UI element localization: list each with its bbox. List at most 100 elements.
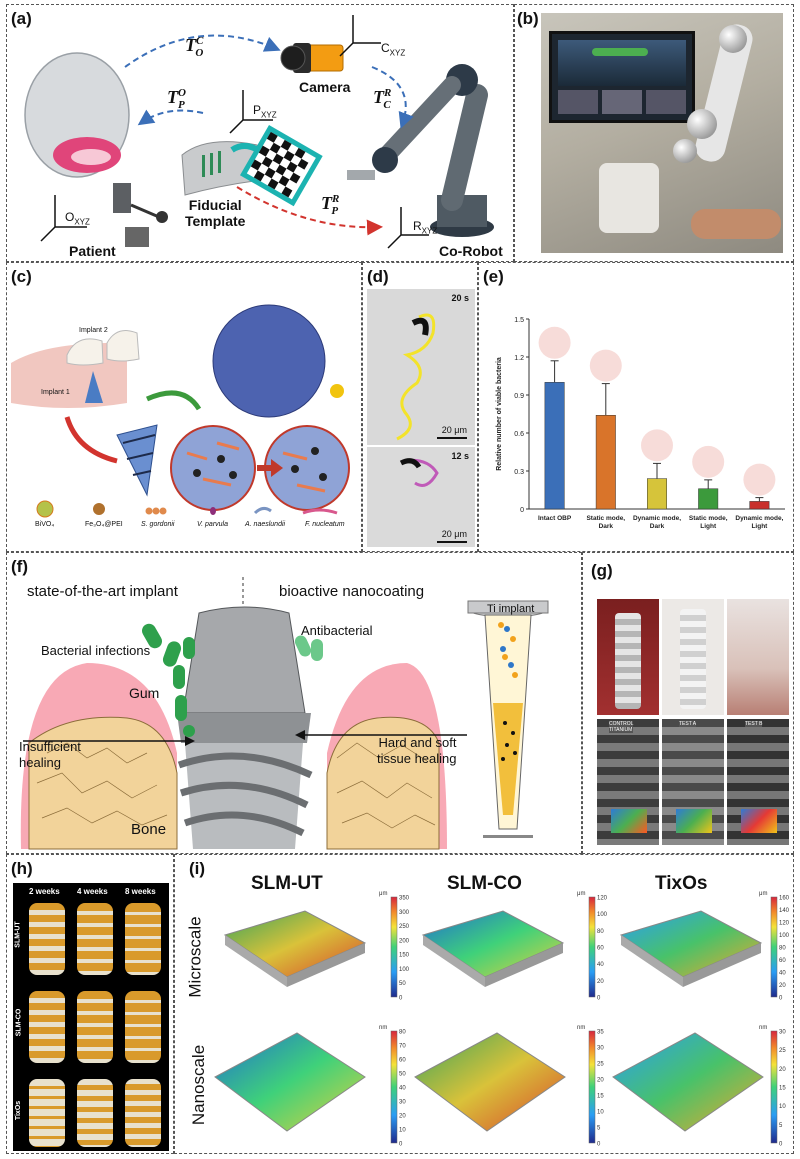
micrograph-top: 20 s 20 μm — [367, 289, 475, 445]
scale-label-bottom: 20 μm — [441, 529, 467, 539]
colorbar-tick: 150 — [399, 953, 410, 959]
panel-label-a: (a) — [11, 9, 32, 28]
dental-implant — [177, 606, 313, 849]
colorbar-tick: 60 — [399, 1058, 406, 1064]
title-slm-co: SLM-CO — [447, 873, 522, 894]
tag-test-a: TEST A — [679, 721, 697, 727]
colorbar-tick: 40 — [399, 1086, 406, 1092]
panel-a: (a) — [6, 4, 514, 262]
time-label-bottom: 12 s — [451, 451, 469, 461]
teeth-gum-illustration — [11, 330, 140, 408]
bar — [544, 382, 565, 510]
bacterial-infections-label: Bacterial infections — [41, 643, 151, 658]
surface-micro-slm-co — [421, 910, 565, 987]
x-tick-label: Static mode, — [689, 515, 728, 522]
legend-fe3o4: Fe₃O₄@PEI — [85, 521, 123, 528]
colorbar-tick: 50 — [399, 1072, 406, 1078]
fiducial-label: Fiducial Template — [185, 197, 246, 229]
tag-control: CONTROL TITANIUM — [609, 721, 634, 733]
colorbar-tick: 60 — [597, 946, 604, 952]
gum-label: Gum — [129, 685, 160, 701]
time-label-top: 20 s — [451, 293, 469, 303]
colorbar-tick: 80 — [399, 1030, 406, 1036]
colorbar-tick: 30 — [597, 1046, 604, 1052]
camera-device — [280, 43, 344, 73]
colorbar-tick: 10 — [779, 1104, 786, 1110]
colorbar-tick: 350 — [399, 896, 410, 902]
biofilm-circle-1 — [170, 425, 256, 511]
bar — [647, 478, 667, 510]
colorbar-tick: 250 — [399, 924, 410, 930]
x-tick-label: Light — [751, 523, 768, 530]
colorbar-tick: 100 — [597, 912, 608, 918]
panel-c: (c) — [6, 262, 362, 552]
colorbar-unit: μm — [577, 891, 585, 897]
panel-b: (b) — [514, 4, 794, 262]
bar — [749, 501, 770, 510]
antibacterial-marks — [294, 635, 323, 661]
panel-g: (g) CONTROL TITANIUM TEST A TEST B — [582, 552, 794, 854]
colorbar-unit: nm — [759, 1025, 767, 1031]
colorbar-tick: 5 — [597, 1126, 601, 1132]
scale-label-top: 20 μm — [441, 425, 467, 435]
colorbar-tick: 15 — [597, 1094, 604, 1100]
colorbar-tick: 40 — [779, 971, 786, 977]
panel-i: (i) SLM-UT SLM-CO TixOs Microscale Nanos… — [174, 854, 794, 1154]
legend-icons — [36, 500, 338, 518]
tag-test-b: TEST B — [745, 721, 763, 727]
colorbar-tick: 60 — [779, 958, 786, 964]
arrow-t-pr — [236, 186, 383, 236]
y-axis-title: Relative number of viable bacteria — [496, 357, 503, 471]
panel-label-d: (d) — [367, 267, 389, 286]
colorbar-tick: 0 — [597, 1142, 601, 1148]
surface-nano-slm-co — [414, 1032, 566, 1132]
coordinate-axes — [40, 15, 429, 249]
surface-nano-slm-ut — [214, 1032, 366, 1132]
hard-soft-healing-label: Hard and soft tissue healing — [377, 735, 457, 766]
colorbar-tick: 100 — [399, 967, 410, 973]
panel-label-f: (f) — [11, 557, 28, 576]
transform-t-oc: TCO — [185, 35, 204, 59]
surface-micro-tixos — [619, 910, 763, 987]
arrow-t-po — [137, 109, 204, 126]
fiducial-frame-label: PXYZ — [253, 103, 277, 120]
transform-t-cr: TRC — [373, 87, 392, 111]
y-tick-label: 1.5 — [514, 317, 524, 324]
micrograph-bottom: 12 s 20 μm — [367, 447, 475, 547]
title-tixos: TixOs — [655, 873, 708, 894]
colorbar-tick: 20 — [399, 1114, 406, 1120]
micro-ct-image: 2 weeks 4 weeks 8 weeks SLM-UT SLM-CO Ti… — [13, 883, 169, 1151]
implant1-label: Implant 1 — [41, 389, 70, 396]
colorbar-tick: 30 — [779, 1030, 786, 1036]
co-robot-arm — [347, 64, 494, 237]
y-tick-label: 0.3 — [514, 469, 524, 476]
colorbar-tick: 0 — [399, 996, 403, 1002]
colorbar-tick: 300 — [399, 910, 410, 916]
x-tick-label: Dark — [650, 523, 665, 530]
title-slm-ut: SLM-UT — [251, 873, 323, 894]
colorbar-unit: nm — [379, 1025, 387, 1031]
bacteria-cluster — [142, 623, 195, 737]
antibacterial-label: Antibacterial — [301, 623, 373, 638]
row-tixos: TixOs — [15, 1100, 23, 1121]
colorbar-tick: 0 — [399, 1142, 403, 1148]
colorbar-unit: nm — [577, 1025, 585, 1031]
bar — [698, 488, 719, 510]
colorbar-tick: 20 — [779, 1067, 786, 1073]
panel-label-c: (c) — [11, 267, 32, 286]
colorbar-tick: 140 — [779, 908, 790, 914]
operator-hand — [691, 209, 781, 239]
colorbar-tick: 20 — [597, 979, 604, 985]
panel-c-illustration — [11, 304, 350, 518]
x-tick-label: Dynamic mode, — [633, 515, 681, 522]
bacteria-icon — [538, 326, 571, 359]
colorbar-tick: 20 — [597, 1078, 604, 1084]
transform-t-pr: TRP — [321, 193, 340, 217]
x-tick-label: Dark — [599, 523, 614, 530]
surface-micro-slm-ut — [223, 910, 367, 987]
colorbar-tick: 200 — [399, 938, 410, 944]
panel-a-illustration — [24, 15, 494, 249]
legend-row: BiVO₄ Fe₃O₄@PEI S. gordonii V. parvula A… — [19, 521, 359, 535]
